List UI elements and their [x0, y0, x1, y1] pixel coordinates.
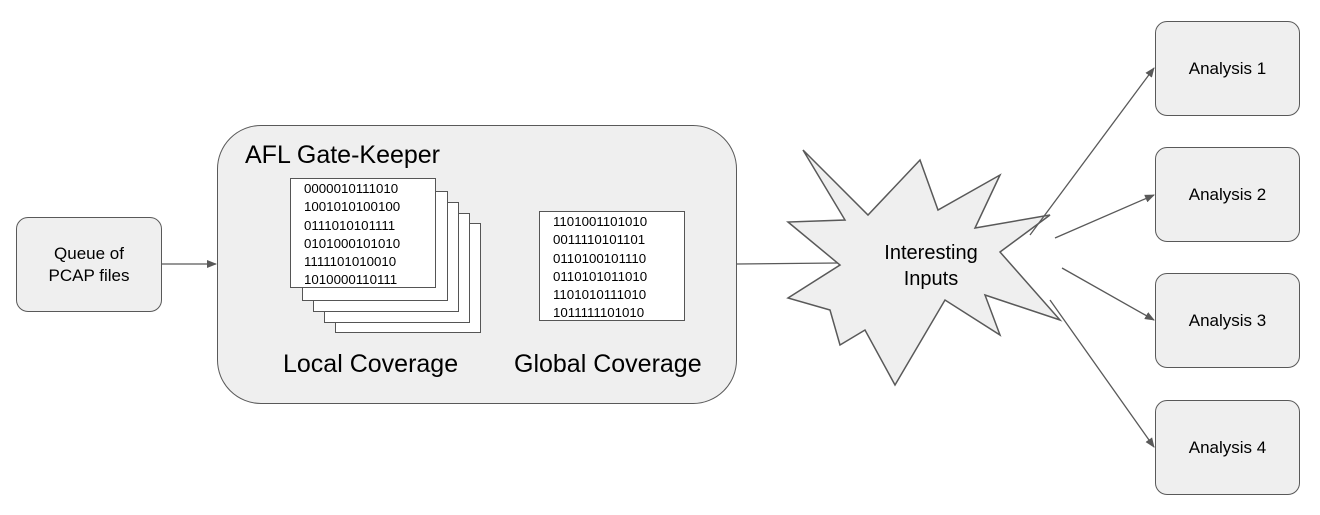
- local-coverage-label: Local Coverage: [283, 350, 459, 378]
- queue-box: Queue of PCAP files: [16, 217, 162, 312]
- local-coverage-page-front: 0000010111010 1001010100100 011101010111…: [290, 178, 436, 288]
- interesting-inputs-burst: [786, 149, 1063, 387]
- analysis-1-box: Analysis 1: [1155, 21, 1300, 116]
- global-coverage-bitmap: 1101001101010 0011110101101 011010010111…: [553, 214, 648, 321]
- analysis-3-box: Analysis 3: [1155, 273, 1300, 368]
- analysis-4-box: Analysis 4: [1155, 400, 1300, 495]
- arrow-to-analysis-1: [1029, 67, 1155, 236]
- gatekeeper-title: AFL Gate-Keeper: [245, 141, 441, 169]
- connector-gatekeeper-to-interesting: [736, 262, 839, 265]
- arrow-to-analysis-2: [1054, 194, 1155, 239]
- arrow-to-analysis-3: [1061, 267, 1155, 321]
- interesting-inputs-label: Interesting Inputs: [884, 242, 978, 290]
- arrow-to-analysis-4: [1049, 299, 1155, 448]
- global-coverage-label: Global Coverage: [514, 350, 702, 378]
- local-coverage-bitmap: 0000010111010 1001010100100 011101010111…: [304, 181, 401, 288]
- analysis-2-box: Analysis 2: [1155, 147, 1300, 242]
- global-coverage-page: 1101001101010 0011110101101 011010010111…: [539, 211, 685, 321]
